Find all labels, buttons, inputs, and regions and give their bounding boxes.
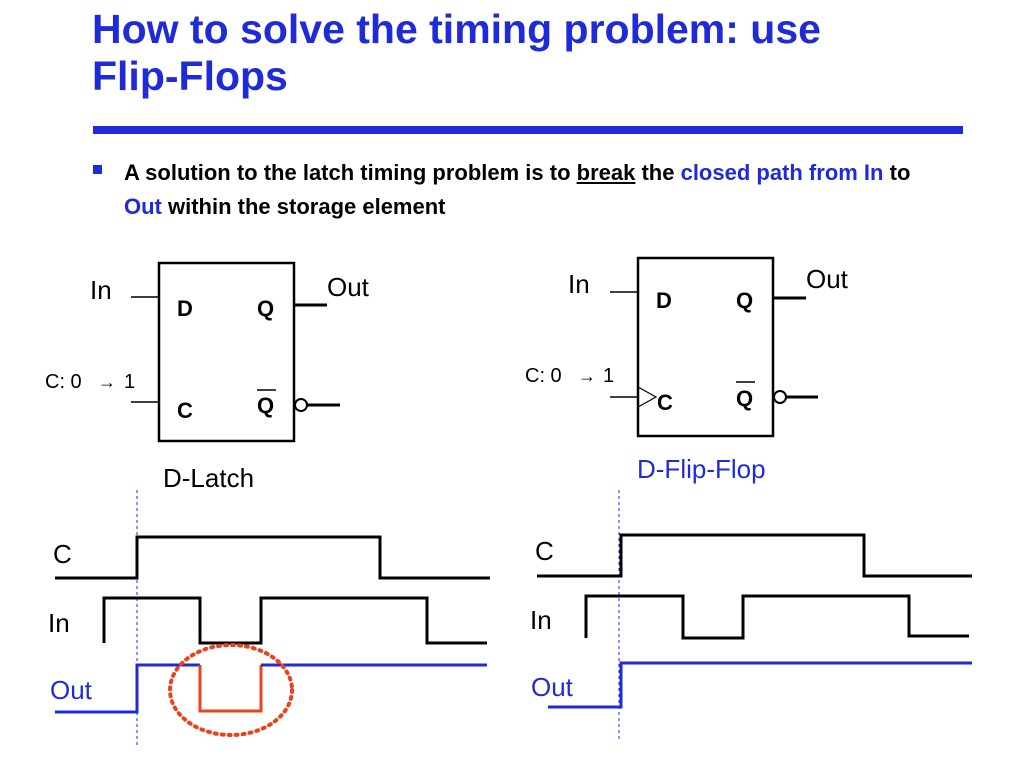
flipflop-c-wave-label: C	[535, 536, 554, 566]
bullet-break-word: break	[576, 160, 636, 185]
latch-clock-end: 1	[124, 371, 135, 393]
bullet-out-word: Out	[124, 194, 162, 219]
slide-title: How to solve the timing problem: use Fli…	[92, 6, 972, 100]
flipflop-edge-trigger-icon	[637, 386, 658, 408]
d-flipflop-diagram: In Out D Q C Q C: 0 → 1 D-Flip-Flop	[525, 256, 849, 484]
latch-timing-diagram: C In Out	[48, 490, 490, 748]
latch-out-label: Out	[327, 272, 370, 302]
latch-in-wave-label: In	[48, 608, 70, 638]
latch-c-wave-label: C	[53, 539, 72, 569]
flipflop-c-pin: C	[657, 390, 673, 415]
title-line-1: How to solve the timing problem: use	[92, 6, 821, 52]
flipflop-c-waveform	[537, 533, 972, 578]
flipflop-box	[636, 256, 775, 438]
flipflop-clock-arrow-icon: →	[578, 366, 596, 386]
bullet-part-1: A solution to the latch timing problem i…	[124, 160, 577, 185]
flipflop-inversion-bubble	[773, 390, 787, 404]
latch-caption: D-Latch	[163, 463, 254, 493]
latch-box	[157, 261, 296, 443]
flipflop-out-waveform	[548, 661, 972, 709]
d-latch-diagram: In Out D Q C Q C: 0 → 1 D-Latch	[45, 261, 370, 493]
latch-out-waveform-start	[55, 663, 200, 714]
flipflop-qbar-pin: Q	[736, 386, 753, 411]
flipflop-timing-diagram: C In Out	[530, 490, 972, 740]
bullet-part-2: the	[635, 160, 681, 185]
latch-in-waveform	[102, 596, 487, 645]
bullet-text: A solution to the latch timing problem i…	[124, 156, 954, 224]
latch-inversion-bubble	[294, 398, 308, 412]
latch-d-pin: D	[177, 296, 193, 321]
flipflop-q-pin: Q	[736, 288, 753, 313]
bullet-part-4: within the storage element	[161, 194, 446, 219]
latch-in-label: In	[90, 275, 112, 305]
glitch-highlight-circle	[168, 643, 294, 737]
latch-q-pin: Q	[257, 296, 274, 321]
flipflop-in-waveform	[584, 594, 969, 640]
flipflop-clock-end: 1	[603, 365, 614, 387]
flipflop-out-label: Out	[806, 264, 849, 294]
flipflop-out-wave-label: Out	[531, 672, 574, 702]
latch-clock-label: C: 0	[45, 371, 82, 393]
bullet-square-icon	[93, 165, 102, 174]
flipflop-caption: D-Flip-Flop	[637, 454, 766, 484]
latch-qbar-pin: Q	[257, 393, 274, 418]
latch-out-glitch-waveform	[198, 665, 263, 713]
latch-c-waveform	[55, 535, 490, 580]
title-line-2: Flip-Flops	[92, 53, 288, 99]
flipflop-in-label: In	[568, 269, 590, 299]
flipflop-clock-label: C: 0	[525, 365, 562, 387]
latch-out-wave-label: Out	[50, 675, 93, 705]
bullet-closed-path: closed path from In	[680, 160, 884, 185]
latch-c-pin: C	[177, 398, 193, 423]
flipflop-d-pin: D	[656, 288, 672, 313]
bullet-part-3: to	[883, 160, 911, 185]
latch-clock-arrow-icon: →	[98, 372, 116, 392]
title-divider	[93, 126, 963, 134]
flipflop-in-wave-label: In	[530, 605, 552, 635]
